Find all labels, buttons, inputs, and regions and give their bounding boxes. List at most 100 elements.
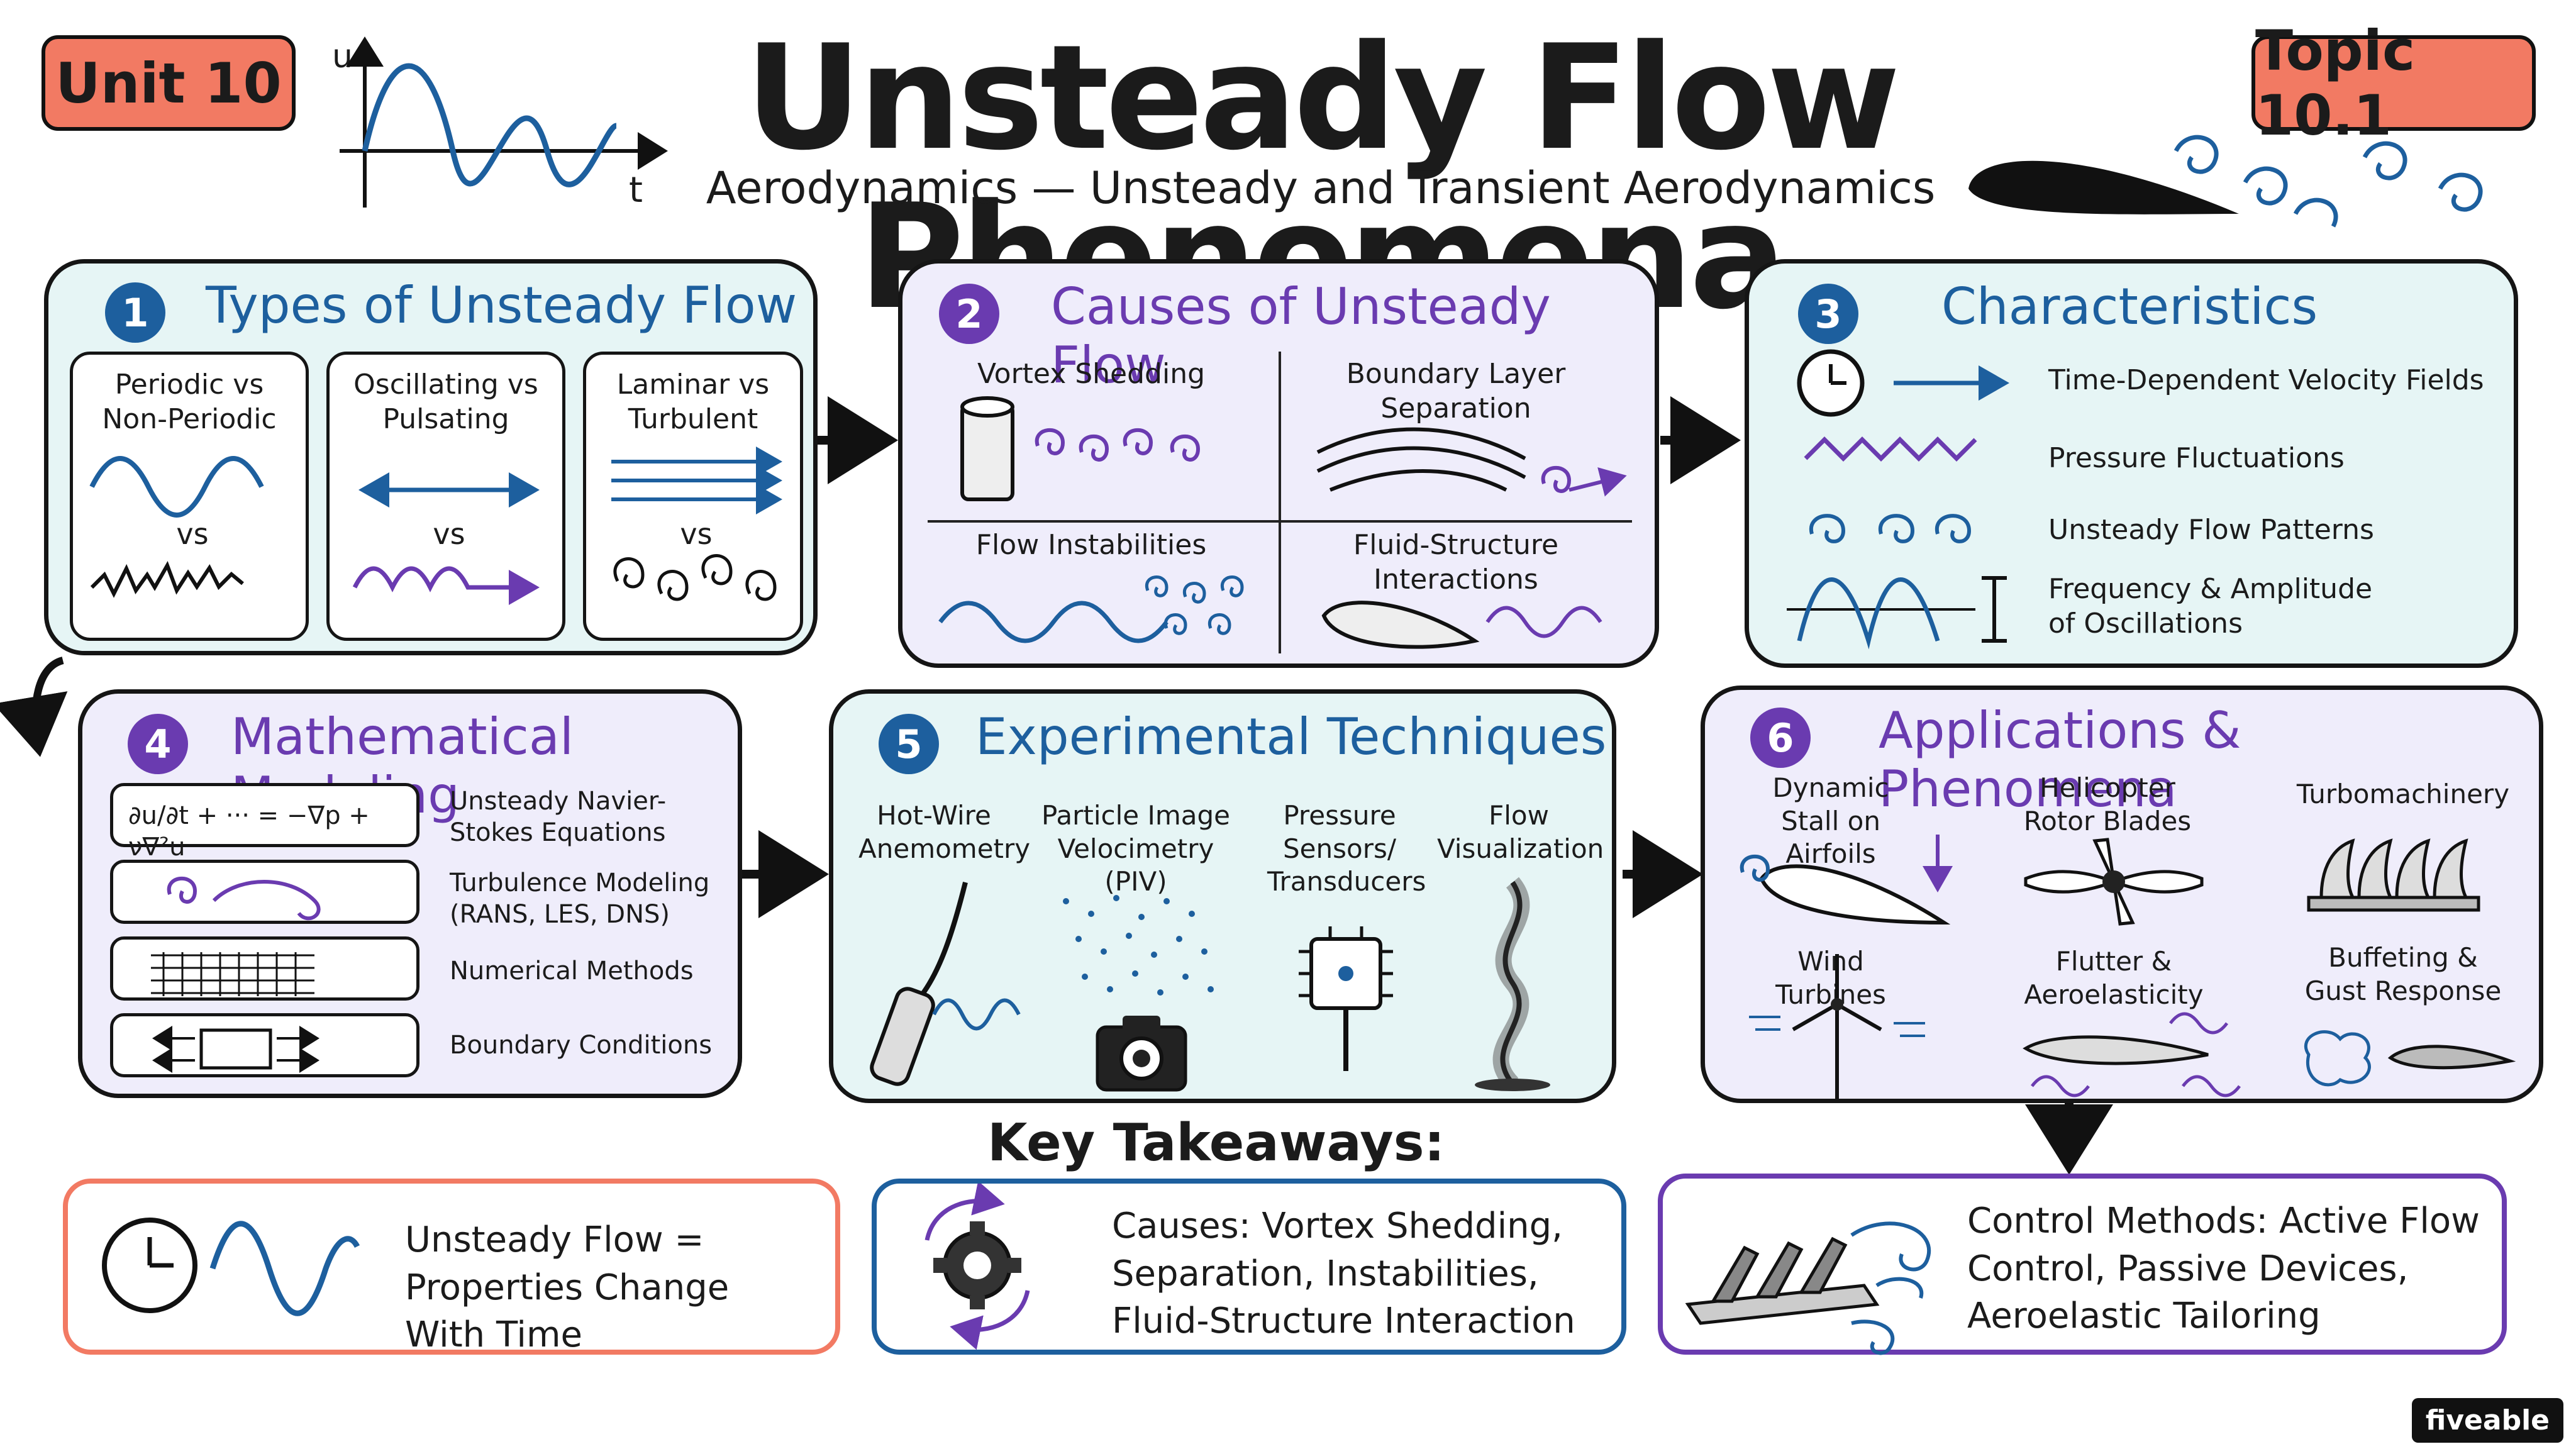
separation-flow-icon [1316,427,1627,497]
panel-types-of-unsteady-flow: 1 Types of Unsteady Flow Periodic vs Non… [44,259,818,655]
takeaway-1-icons [102,1218,360,1316]
unit-badge-label: Unit 10 [55,50,282,116]
takeaway-wave-icon [209,1221,360,1316]
card-laminar: Laminar vs Turbulent vs [583,352,803,641]
equation-text: ∂u/∂t + ··· = −∇p + ν∇²u [128,801,370,862]
page-subtitle: Aerodynamics — Unsteady and Transient Ae… [706,162,1936,214]
card-periodic: Periodic vs Non-Periodic vs [70,352,309,641]
takeaway-box-3: Control Methods: Active Flow Control, Pa… [1658,1174,2507,1355]
panel-experimental-techniques: 5 Experimental Techniques Hot-Wire Anemo… [829,689,1616,1103]
key-takeaways-heading: Key Takeaways: [987,1113,1445,1173]
panel-title-6: Applications & Phenomena [1879,701,2241,818]
boundary-conditions-icon [152,1026,319,1073]
clock-icon [1797,349,1865,417]
cause-fluid-structure-interactions: Fluid-Structure Interactions [1353,529,1559,596]
mesh-grid-icon [151,952,314,996]
cause-vortex-shedding: Vortex Shedding [977,358,1206,390]
numerical-box [110,936,419,1001]
fiveable-logo: fiveable [2411,1398,2563,1443]
cause-flow-instabilities: Flow Instabilities [975,529,1207,561]
char-pressure-fluctuations: Pressure Fluctuations [2048,442,2345,474]
rotor-blades-icon [2024,838,2204,926]
takeaway-text-3: Control Methods: Active Flow Control, Pa… [1967,1201,2480,1337]
panel-number-3: 3 [1798,284,1858,344]
card-oscillating: Oscillating vs Pulsating vs [326,352,565,641]
topic-badge: Topic 10.1 [2251,18,2536,148]
card-laminar-label: Laminar vs Turbulent [616,369,770,435]
takeaway-2-icons [924,1184,1030,1350]
tech-hot-wire: Hot-Wire Anemometry [858,800,1031,864]
wind-turbine-icon [1749,954,1925,1099]
model-turbulence: Turbulence Modeling (RANS, LES, DNS) [450,869,710,929]
gear-icon [933,1221,1021,1309]
equation-box: ∂u/∂t + ··· = −∇p + ν∇²u [110,783,419,862]
instability-wave-icon [938,575,1244,643]
card-oscillating-label: Oscillating vs Pulsating [353,369,538,435]
panel-title-2: Causes of Unsteady Flow [1051,277,1551,394]
takeaway-text-2: Causes: Vortex Shedding, Separation, Ins… [1112,1206,1575,1342]
flutter-wing-icon [2023,1012,2241,1097]
panel-title-3: Characteristics [1941,277,2318,336]
gust-response-icon [2304,1030,2516,1087]
vs-label-2: vs [433,517,465,551]
panel-title-1: Types of Unsteady Flow [206,276,797,335]
char-velocity-fields: Time-Dependent Velocity Fields [2048,364,2484,396]
applications-icons [1740,835,2516,1099]
model-numerical-methods: Numerical Methods [450,957,694,985]
zigzag-icon [1804,436,1977,462]
piv-particles-icon [1063,895,1214,996]
panel-number-6: 6 [1750,708,1811,768]
vortex-pattern-icon [1809,514,1972,543]
flow-arrows [0,396,2113,1175]
panel-title-5: Experimental Techniques [975,708,1607,766]
characteristics-icons [1787,349,2009,650]
amplitude-wave-icon [1787,576,2007,650]
tech-piv: Particle Image Velocimetry (PIV) [1041,800,1231,897]
panel-causes-of-unsteady-flow: 2 Causes of Unsteady Flow Vortex Sheddin… [898,259,1659,668]
takeaway-box-1: Unsteady Flow = Properties Change With T… [63,1179,840,1355]
app-buffeting: Buffeting & Gust Response [2304,942,2502,1006]
boundary-box [110,1013,419,1077]
app-wind-turbines: Wind Turbines [1775,946,1886,1010]
header-wave-graph-icon [340,36,668,208]
smoke-plume-icon [1475,877,1550,1091]
panel-number-1: 1 [105,282,165,343]
model-navier-stokes: Unsteady Navier-Stokes Equations [450,787,667,847]
takeaway-box-2: Causes: Vortex Shedding, Separation, Ins… [872,1179,1626,1355]
panel-applications-phenomena: 6 Applications & Phenomena Dynamic Stall… [1701,686,2543,1103]
panel-number-2: 2 [939,284,999,344]
periodic-wave-icon [89,456,264,598]
char-frequency-amplitude: Frequency & Amplitude of Oscillations [2048,573,2373,640]
card-periodic-label: Periodic vs Non-Periodic [102,369,277,435]
panel-number-5: 5 [879,714,939,774]
vortex-flow-icon [1850,1221,1931,1355]
header-airfoil-icon [1968,135,2483,228]
techniques-icons [870,877,1550,1092]
vs-label-3: vs [680,517,713,551]
app-flutter: Flutter & Aeroelasticity [2024,946,2204,1010]
tech-pressure-sensors: Pressure Sensors/ Transducers [1267,800,1426,897]
char-flow-patterns: Unsteady Flow Patterns [2048,514,2374,546]
stall-airfoil-icon [1740,835,1953,925]
app-turbomachinery: Turbomachinery [2296,779,2510,809]
takeaway-text-1: Unsteady Flow = Properties Change With T… [405,1219,730,1356]
app-dynamic-stall: Dynamic Stall on Airfoils [1772,772,1889,869]
fsi-airfoil-icon [1321,601,1602,649]
turbine-blades-icon [2307,838,2480,912]
unit-badge: Unit 10 [42,35,296,131]
model-boundary-conditions: Boundary Conditions [450,1031,713,1060]
cylinder-vortex-icon [960,396,1201,501]
takeaway-3-icons [1685,1221,1931,1355]
turbulence-icon [167,876,321,921]
panel-characteristics: 3 Characteristics Time-Dependent Velocit… [1745,259,2518,668]
panel-number-4: 4 [128,714,188,774]
cause-boundary-layer-separation: Boundary Layer Separation [1346,358,1566,425]
causes-icons [928,352,1632,653]
cycle-arrow-icon [924,1184,1005,1241]
vs-label-1: vs [176,517,209,551]
camera-icon [1096,1016,1187,1092]
vortex-generators-icon [1685,1236,1880,1325]
hot-wire-probe-icon [870,882,1021,1086]
takeaway-clock-icon [102,1218,197,1313]
